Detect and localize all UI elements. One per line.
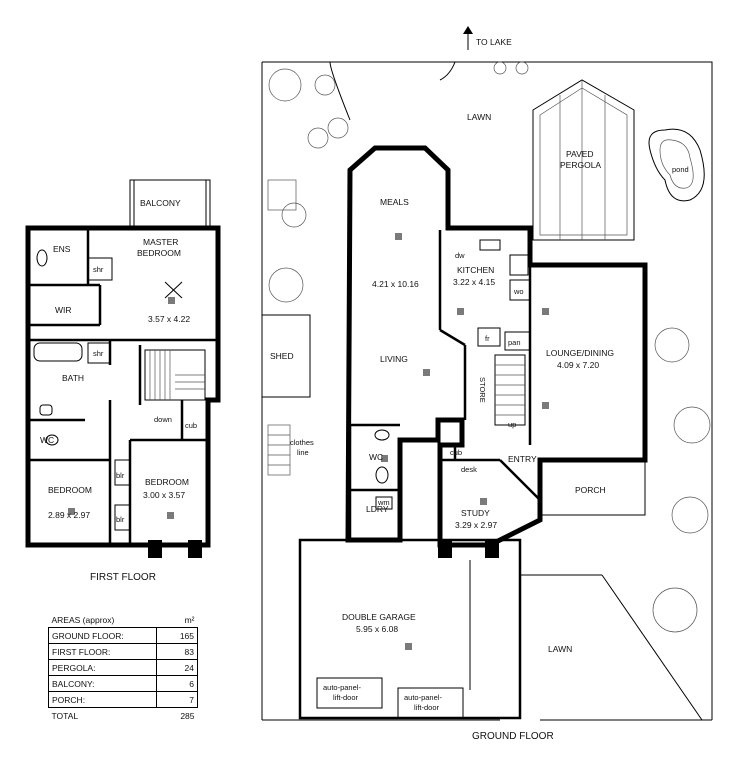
shower-2 xyxy=(87,342,111,364)
pantry-label: pan xyxy=(508,338,521,347)
total-value: 285 xyxy=(156,707,198,723)
porch-label: PORCH xyxy=(575,485,606,495)
shed-label: SHED xyxy=(270,351,294,361)
kitchen-size: 3.22 x 4.15 xyxy=(453,277,495,287)
to-lake-label: TO LAKE xyxy=(476,37,512,47)
meals-label: MEALS xyxy=(380,197,409,207)
areas-table: AREAS (approx) m² GROUND FLOOR: 165 FIRS… xyxy=(48,612,198,723)
area-value: 6 xyxy=(156,675,198,692)
area-value: 83 xyxy=(156,643,198,660)
ens-toilet xyxy=(36,249,48,267)
bath-vanity xyxy=(39,404,53,416)
wc-ground-label: WC xyxy=(369,452,383,462)
dishwasher-label: dw xyxy=(455,251,465,260)
laundry-label: LDRY xyxy=(366,504,389,514)
lawn-bottom-label: LAWN xyxy=(548,644,572,654)
kitchen-label: KITCHEN xyxy=(457,265,494,275)
ens-label: ENS xyxy=(53,244,71,254)
porch xyxy=(539,459,646,516)
built-in-robe-label-1: blr xyxy=(116,471,125,480)
fridge-label: fr xyxy=(485,334,490,343)
ground-floor-title: GROUND FLOOR xyxy=(472,731,554,742)
first-floor-outer-wall xyxy=(25,225,221,548)
total-label: TOTAL xyxy=(48,707,157,723)
house-outer-wall xyxy=(345,145,648,548)
store-label: STORE xyxy=(478,377,487,403)
shower-label-1: shr xyxy=(93,265,104,274)
cub-ground-label: cub xyxy=(450,448,462,457)
area-label: GROUND FLOOR: xyxy=(48,627,157,644)
first-floor-title: FIRST FLOOR xyxy=(90,572,156,583)
garage-label: DOUBLE GARAGE xyxy=(342,612,416,622)
shed xyxy=(261,314,311,398)
area-label: FIRST FLOOR: xyxy=(48,643,157,660)
lawn-top-label: LAWN xyxy=(467,112,491,122)
washing-machine-label: wm xyxy=(377,498,390,507)
lounge-dining-label: LOUNGE/DINING xyxy=(546,348,614,358)
garage-size: 5.95 x 6.08 xyxy=(356,624,398,634)
area-label: BALCONY: xyxy=(48,675,157,692)
site-boundary xyxy=(262,61,713,232)
area-value: 165 xyxy=(156,627,198,644)
lounge-dining-size: 4.09 x 7.20 xyxy=(557,360,599,370)
master-bedroom-size: 3.57 x 4.22 xyxy=(148,314,190,324)
area-label: PERGOLA: xyxy=(48,659,157,676)
study-label: STUDY xyxy=(461,508,490,518)
bedroom-label-2: BEDROOM xyxy=(145,477,189,487)
bedroom-label-1: BEDROOM xyxy=(48,485,92,495)
bath-label: BATH xyxy=(62,373,84,383)
garage-door-1 xyxy=(316,677,383,709)
shower-1 xyxy=(87,257,113,281)
balcony-label: BALCONY xyxy=(140,198,181,208)
table-row: PERGOLA: 24 xyxy=(48,659,198,676)
garden-trees xyxy=(268,61,711,633)
garage-door-label-2: auto-panel-lift-door xyxy=(404,693,442,712)
table-row: BALCONY: 6 xyxy=(48,675,198,692)
pond-label: pond xyxy=(672,165,689,174)
shower-label-2: shr xyxy=(93,349,104,358)
area-value: 7 xyxy=(156,691,198,708)
table-row: FIRST FLOOR: 83 xyxy=(48,643,198,660)
cupboard-label: cub xyxy=(185,421,197,430)
entry-label: ENTRY xyxy=(508,454,537,464)
garage-door-label-1: auto-panel-lift-door xyxy=(323,683,361,702)
desk-label: desk xyxy=(461,465,477,474)
built-in-robe-label-2: blr xyxy=(116,515,125,524)
wir-label: WIR xyxy=(55,305,72,315)
table-row: GROUND FLOOR: 165 xyxy=(48,627,198,644)
first-floor-stairs xyxy=(144,349,206,401)
areas-header: AREAS (approx) xyxy=(51,614,115,625)
bedroom-size-1: 2.89 x 2.97 xyxy=(48,510,90,520)
garage-wall xyxy=(298,538,522,720)
meals-size: 4.21 x 10.16 xyxy=(372,279,419,289)
study-size: 3.29 x 2.97 xyxy=(455,520,497,530)
total-row: TOTAL 285 xyxy=(48,707,198,723)
wc-toilet xyxy=(45,434,59,446)
stairs-up-label: up xyxy=(508,420,516,429)
pond xyxy=(648,128,705,202)
living-label: LIVING xyxy=(380,354,408,364)
garage-door-2 xyxy=(397,687,464,719)
area-value: 24 xyxy=(156,659,198,676)
stairs-down-label: down xyxy=(154,415,172,424)
areas-unit: m² xyxy=(184,614,195,625)
table-row: PORCH: 7 xyxy=(48,691,198,708)
ground-floor-stairs xyxy=(494,354,526,426)
bathtub xyxy=(33,342,83,362)
area-label: PORCH: xyxy=(48,691,157,708)
bedroom-size-2: 3.00 x 3.57 xyxy=(143,490,185,500)
wc-label: WC xyxy=(40,435,54,445)
wall-oven-label: wo xyxy=(513,287,524,296)
